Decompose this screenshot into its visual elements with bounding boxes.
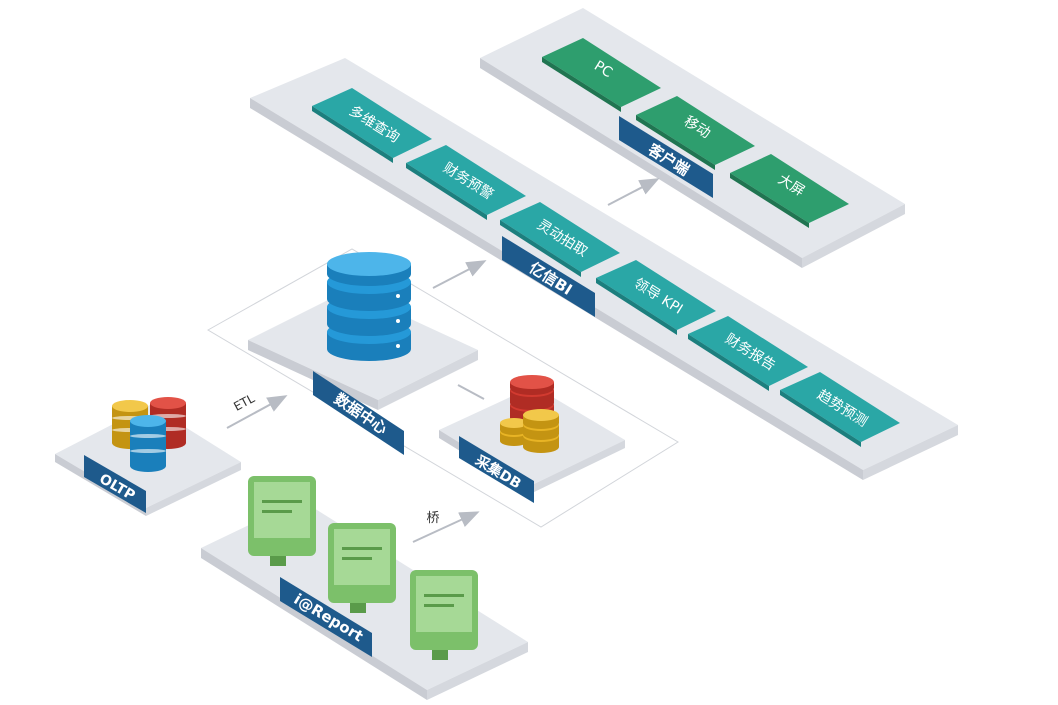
arrow-etl: ETL bbox=[226, 391, 288, 429]
collectdb-database-icon bbox=[500, 375, 559, 453]
arrow-datacenter-to-bi bbox=[432, 260, 487, 289]
bi-item-finance-warning: 财务预警 bbox=[406, 145, 526, 220]
datacenter-database-icon bbox=[327, 252, 411, 361]
bi-item-trend-forecast: 趋势预测 bbox=[780, 372, 900, 447]
datacenter-to-collectdb-link bbox=[457, 384, 485, 400]
client-item-bigscreen: 大屏 bbox=[730, 154, 849, 228]
client-item-mobile: 移动 bbox=[636, 96, 755, 170]
etl-label: ETL bbox=[231, 391, 257, 414]
report-screen-1 bbox=[248, 476, 316, 566]
datacenter-group-outline bbox=[206, 248, 679, 528]
bridge-label: 桥 bbox=[426, 511, 439, 526]
arrow-bridge: 桥 bbox=[412, 511, 480, 543]
report-screen-2 bbox=[328, 523, 396, 613]
bi-item-multidim-query: 多维查询 bbox=[312, 88, 432, 163]
report-screen-3 bbox=[410, 570, 478, 660]
arrow-bi-to-client bbox=[607, 178, 660, 206]
client-item-pc: PC bbox=[542, 38, 661, 112]
oltp-database-icon bbox=[112, 397, 186, 472]
